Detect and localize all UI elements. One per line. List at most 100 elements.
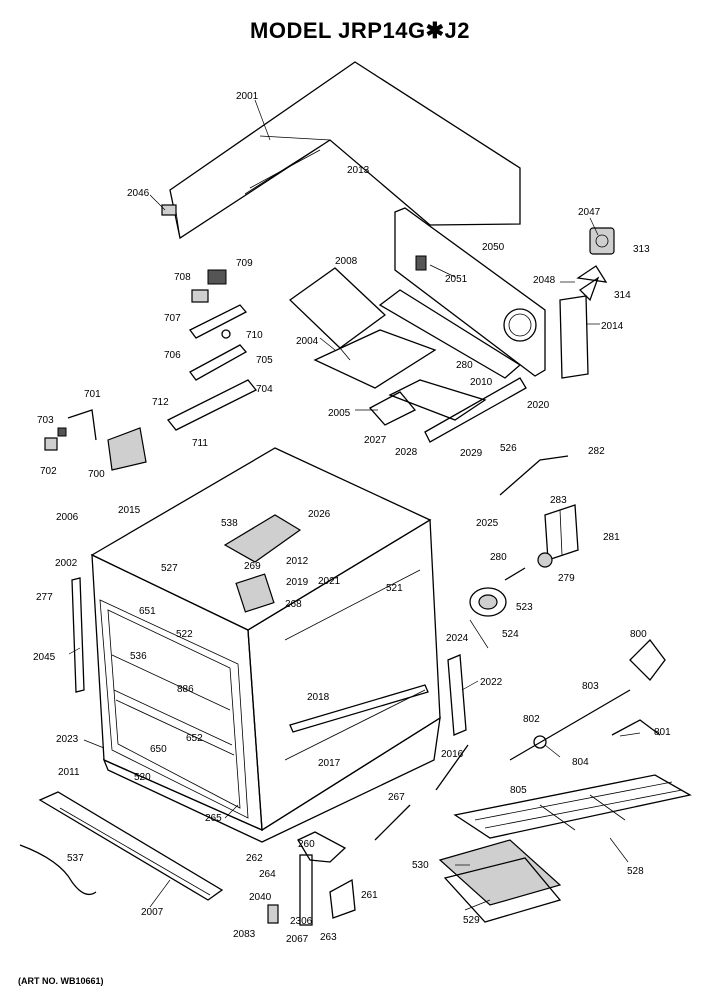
label-2011: 2011 — [58, 767, 80, 778]
diagram-title: MODEL JRP14G✱J2 — [250, 18, 470, 43]
label-526: 526 — [500, 443, 517, 454]
label-2024: 2024 — [446, 633, 469, 644]
fan-motor — [576, 227, 615, 302]
label-801: 801 — [654, 727, 671, 738]
label-711: 711 — [192, 438, 208, 449]
label-706: 706 — [164, 350, 181, 361]
label-314: 314 — [614, 290, 631, 301]
label-709: 709 — [236, 258, 253, 269]
callout-labels: 2001 2013 2046 2047 313 2050 2051 2048 3… — [33, 91, 671, 945]
label-2025: 2025 — [476, 518, 499, 529]
label-2040: 2040 — [249, 892, 272, 903]
label-704: 704 — [256, 384, 273, 395]
label-2026: 2026 — [308, 509, 331, 520]
label-263: 263 — [320, 932, 337, 943]
label-2067: 2067 — [286, 934, 309, 945]
label-2019: 2019 — [286, 577, 309, 588]
door-latch-assembly — [166, 269, 258, 431]
label-536: 536 — [130, 651, 147, 662]
label-283: 283 — [550, 495, 567, 506]
label-2028: 2028 — [395, 447, 418, 458]
label-2016: 2016 — [441, 749, 464, 760]
label-2045: 2045 — [33, 652, 56, 663]
label-280: 280 — [490, 552, 507, 563]
oven-cavity-body — [90, 447, 441, 843]
label-803: 803 — [582, 681, 599, 692]
label-2014: 2014 — [601, 321, 624, 332]
label-528: 528 — [627, 866, 644, 877]
label-2006: 2006 — [56, 512, 79, 523]
label-2002: 2002 — [55, 558, 78, 569]
label-703: 703 — [37, 415, 54, 426]
label-2018: 2018 — [307, 692, 330, 703]
broil-element-bracket — [235, 573, 275, 613]
baffle-plate — [223, 514, 302, 563]
label-261: 261 — [361, 890, 378, 901]
label-2021: 2021 — [318, 576, 341, 587]
oven-rack — [453, 774, 692, 839]
leader-lines — [68, 99, 641, 911]
label-2051: 2051 — [445, 274, 468, 285]
drawer-front-edge — [59, 807, 211, 896]
label-651: 651 — [139, 606, 156, 617]
label-2023: 2023 — [56, 734, 79, 745]
label-267: 267 — [388, 792, 405, 803]
label-2048: 2048 — [533, 275, 556, 286]
label-268: 268 — [285, 599, 302, 610]
label-2047: 2047 — [578, 207, 601, 218]
door-spring-rod — [374, 804, 411, 841]
label-707: 707 — [164, 313, 181, 324]
label-269: 269 — [244, 561, 261, 572]
label-529: 529 — [463, 915, 480, 926]
label-260: 260 — [298, 839, 315, 850]
broiler-pan — [438, 839, 562, 923]
label-710: 710 — [246, 330, 263, 341]
label-2013: 2013 — [347, 165, 370, 176]
label-2083: 2083 — [233, 929, 256, 940]
label-800: 800 — [630, 629, 647, 640]
label-2008: 2008 — [335, 256, 358, 267]
label-700: 700 — [88, 469, 105, 480]
wire-harness — [19, 844, 97, 896]
label-527: 527 — [161, 563, 178, 574]
label-262: 262 — [246, 853, 263, 864]
label-265: 265 — [205, 813, 222, 824]
thermostat-parts — [469, 455, 579, 617]
vent-duct — [288, 267, 527, 443]
label-650: 650 — [150, 744, 167, 755]
label-708: 708 — [174, 272, 191, 283]
label-2001: 2001 — [236, 91, 259, 102]
label-2017: 2017 — [318, 758, 341, 769]
label-280-top: 280 — [456, 360, 473, 371]
label-804: 804 — [572, 757, 589, 768]
label-705: 705 — [256, 355, 273, 366]
label-2050: 2050 — [482, 242, 505, 253]
label-805: 805 — [510, 785, 527, 796]
label-277: 277 — [36, 592, 53, 603]
label-522: 522 — [176, 629, 193, 640]
cover-plate — [559, 295, 589, 379]
bottom-brackets — [267, 831, 356, 926]
door-spring — [435, 744, 469, 791]
label-2020: 2020 — [527, 400, 550, 411]
label-2027: 2027 — [364, 435, 387, 446]
label-523: 523 — [516, 602, 533, 613]
drawer-front-panel — [38, 791, 224, 901]
label-524: 524 — [502, 629, 519, 640]
label-2022: 2022 — [480, 677, 503, 688]
label-2010: 2010 — [470, 377, 493, 388]
art-number: (ART NO. WB10661) — [18, 976, 104, 986]
label-2005: 2005 — [328, 408, 351, 419]
rotisserie-spit — [509, 639, 666, 761]
label-2306: 2306 — [290, 916, 313, 927]
label-2015: 2015 — [118, 505, 141, 516]
label-701: 701 — [84, 389, 101, 400]
label-702: 702 — [40, 466, 57, 477]
top-cover-panel — [161, 61, 521, 240]
label-279: 279 — [558, 573, 575, 584]
label-2029: 2029 — [460, 448, 483, 459]
label-282: 282 — [588, 446, 605, 457]
left-trim-strip — [71, 577, 85, 693]
label-264: 264 — [259, 869, 276, 880]
